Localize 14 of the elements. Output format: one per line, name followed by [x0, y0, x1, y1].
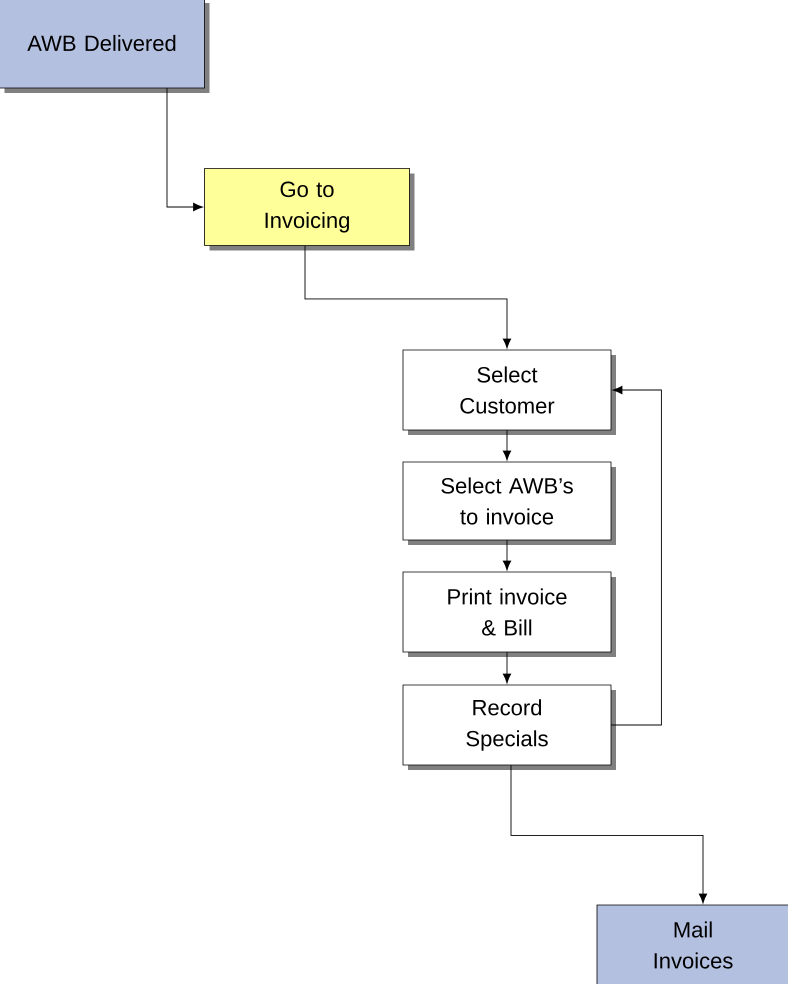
- terminal-box: Mail Invoices: [596, 904, 788, 984]
- arrow: [610, 386, 662, 726]
- arrow: [502, 430, 512, 460]
- process-box: Select Customer: [402, 350, 616, 435]
- arrow: [166, 88, 203, 212]
- arrow: [510, 764, 708, 904]
- process-box: Select AWB’s to invoice: [402, 462, 616, 545]
- process-box: Print invoice & Bill: [402, 572, 616, 657]
- process-box: Go to Invoicing: [204, 168, 414, 250]
- terminal-box: AWB Delivered: [0, 0, 210, 93]
- arrow: [304, 245, 512, 348]
- arrow: [502, 652, 512, 684]
- arrow: [502, 540, 512, 570]
- process-box: Record Specials: [402, 684, 616, 770]
